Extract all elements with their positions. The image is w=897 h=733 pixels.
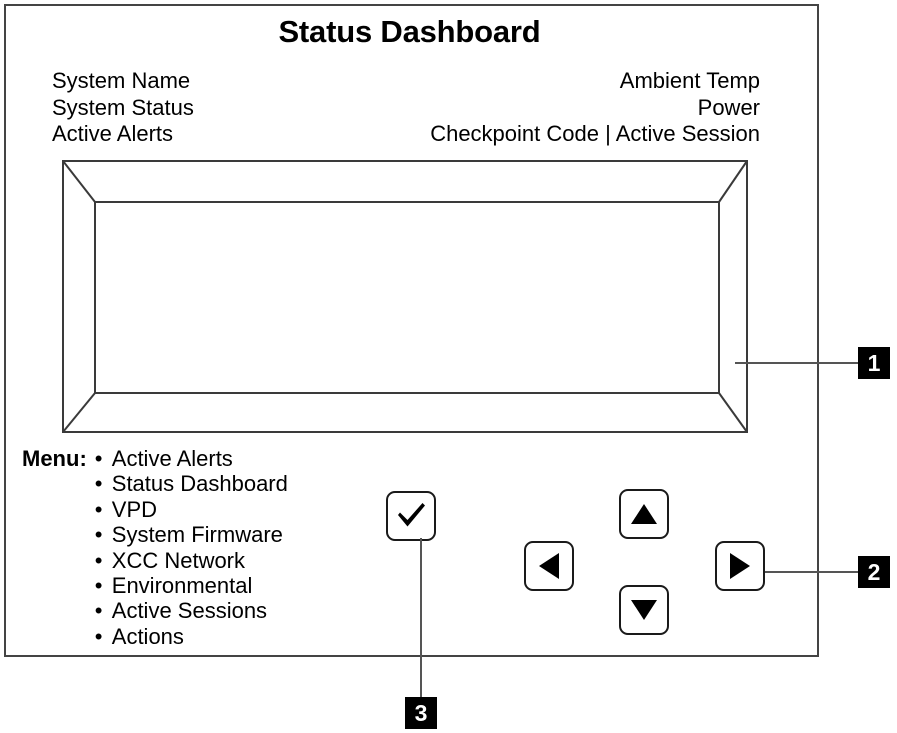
- page-title: Status Dashboard: [278, 14, 541, 49]
- lcd-bevel-bottom-right: [718, 392, 748, 433]
- menu-item-actions[interactable]: • Actions: [95, 624, 288, 649]
- menu-item-status-dashboard[interactable]: • Status Dashboard: [95, 471, 288, 496]
- bullet-icon: •: [94, 573, 103, 599]
- menu-list: • Active Alerts • Status Dashboard • VPD…: [95, 446, 288, 649]
- callout-2-leader-line: [765, 571, 858, 573]
- menu-item-label: Status Dashboard: [111, 471, 288, 497]
- callout-3-leader-line: [420, 538, 422, 697]
- bullet-icon: •: [94, 446, 103, 471]
- bullet-icon: •: [94, 496, 103, 522]
- callout-1: 1: [858, 347, 890, 379]
- menu-item-label: System Firmware: [111, 522, 283, 548]
- scroll-down-button[interactable]: [619, 585, 669, 635]
- lcd-screen-area: [94, 201, 720, 394]
- scroll-left-button[interactable]: [524, 541, 574, 591]
- callout-2: 2: [858, 556, 890, 588]
- triangle-left-icon: [537, 552, 561, 580]
- menu-item-system-firmware[interactable]: • System Firmware: [95, 522, 288, 547]
- lcd-bevel-bottom-left: [62, 392, 96, 433]
- callout-number: 3: [414, 699, 428, 726]
- header-left-column: System Name System Status Active Alerts: [52, 68, 194, 148]
- lcd-bevel-top-left: [62, 160, 96, 203]
- menu-label: Menu:: [22, 446, 87, 471]
- header-ambient-temp: Ambient Temp: [619, 68, 760, 93]
- triangle-down-icon: [630, 598, 658, 622]
- callout-number: 1: [867, 349, 881, 376]
- bullet-icon: •: [94, 547, 103, 573]
- bullet-icon: •: [94, 598, 103, 624]
- header-active-alerts: Active Alerts: [52, 121, 174, 146]
- triangle-right-icon: [728, 552, 752, 580]
- callout-1-leader-line: [735, 362, 858, 364]
- menu-item-label: Environmental: [111, 573, 253, 599]
- header-power: Power: [697, 94, 760, 120]
- menu-item-label: VPD: [111, 496, 158, 522]
- bullet-icon: •: [94, 471, 103, 497]
- header-right-column: Ambient Temp Power Checkpoint Code | Act…: [430, 68, 760, 148]
- menu-item-label: Active Alerts: [111, 446, 233, 471]
- scroll-right-button[interactable]: [715, 541, 765, 591]
- callout-3: 3: [405, 697, 437, 729]
- scroll-up-button[interactable]: [619, 489, 669, 539]
- menu-item-active-alerts[interactable]: • Active Alerts: [95, 446, 288, 471]
- header-checkpoint-code-active-session: Checkpoint Code | Active Session: [430, 121, 760, 146]
- lcd-bevel-top-right: [718, 160, 748, 203]
- header-system-name: System Name: [52, 68, 191, 93]
- bullet-icon: •: [94, 522, 103, 548]
- menu-item-xcc-network[interactable]: • XCC Network: [95, 548, 288, 573]
- menu-item-label: XCC Network: [111, 547, 246, 573]
- menu-block: Menu: • Active Alerts • Status Dashboard…: [22, 446, 288, 649]
- lcd-display[interactable]: [59, 157, 751, 436]
- menu-item-label: Actions: [111, 623, 184, 649]
- checkmark-icon: [395, 502, 427, 530]
- menu-item-label: Active Sessions: [111, 598, 268, 624]
- header-system-status: System Status: [52, 94, 194, 120]
- menu-item-environmental[interactable]: • Environmental: [95, 573, 288, 598]
- menu-item-active-sessions[interactable]: • Active Sessions: [95, 598, 288, 623]
- menu-item-vpd[interactable]: • VPD: [95, 497, 288, 522]
- select-button[interactable]: [386, 491, 436, 541]
- callout-number: 2: [867, 558, 881, 585]
- triangle-up-icon: [630, 502, 658, 526]
- bullet-icon: •: [94, 623, 103, 649]
